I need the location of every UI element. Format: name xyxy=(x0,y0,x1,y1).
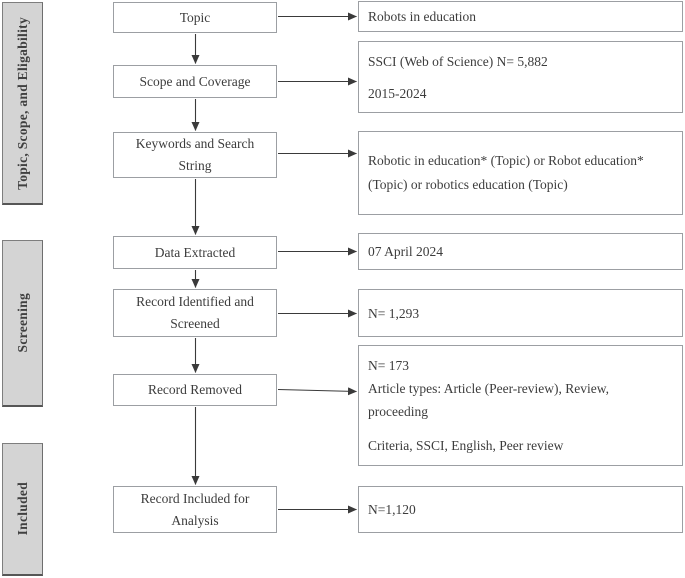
step-label: Scope and Coverage xyxy=(139,73,251,89)
detail-text: N= 1,293 xyxy=(368,305,420,321)
detail-record-included-for-analysis: N=1,120 xyxy=(358,486,683,533)
stage-label: Screening xyxy=(14,293,30,353)
step-label: Topic xyxy=(179,9,211,25)
step-label: Record Identified and Screened xyxy=(136,294,254,331)
detail-text: 2015-2024 xyxy=(368,85,427,101)
detail-text: Robotic in education* (Topic) or Robot e… xyxy=(368,153,644,192)
detail-text: N=1,120 xyxy=(368,502,416,517)
detail-data-extracted: 07 April 2024 xyxy=(358,233,683,270)
step-topic: Topic xyxy=(113,2,277,33)
stage-included: Included xyxy=(2,443,43,576)
detail-text: Article types: Article (Peer-review), Re… xyxy=(368,381,610,419)
step-data-extracted: Data Extracted xyxy=(113,236,277,269)
step-scope-and-coverage: Scope and Coverage xyxy=(113,65,277,98)
stage-label: Included xyxy=(14,482,30,536)
stage-screening: Screening xyxy=(2,240,43,407)
detail-text: Robots in education xyxy=(368,9,476,24)
step-label: Keywords and Search String xyxy=(135,136,255,173)
step-label: Record Included for Analysis xyxy=(140,490,250,528)
detail-text: Criteria, SSCI, English, Peer review xyxy=(368,438,564,453)
detail-scope-and-coverage: SSCI (Web of Science) N= 5,882 2015-2024 xyxy=(358,41,683,113)
step-record-included-for-analysis: Record Included for Analysis xyxy=(113,486,277,533)
detail-topic: Robots in education xyxy=(358,1,683,32)
step-label: Record Removed xyxy=(147,382,243,397)
step-record-identified-and-screened: Record Identified and Screened xyxy=(113,289,277,337)
detail-text: SSCI (Web of Science) N= 5,882 xyxy=(368,53,548,69)
detail-text: 07 April 2024 xyxy=(368,244,444,259)
arrow-removed-detail xyxy=(277,387,357,396)
detail-record-identified-and-screened: N= 1,293 xyxy=(358,289,683,337)
detail-text: N= 173 xyxy=(368,358,409,373)
detail-keywords-and-search-string: Robotic in education* (Topic) or Robot e… xyxy=(358,131,683,215)
step-label: Data Extracted xyxy=(154,244,236,260)
stage-label: Topic, Scope, and Eligability xyxy=(14,16,30,190)
stage-topic-scope-eligibility: Topic, Scope, and Eligability xyxy=(2,2,43,205)
step-record-removed: Record Removed xyxy=(113,374,277,406)
detail-record-removed: N= 173 Article types: Article (Peer-revi… xyxy=(358,345,683,466)
step-keywords-and-search-string: Keywords and Search String xyxy=(113,132,277,178)
